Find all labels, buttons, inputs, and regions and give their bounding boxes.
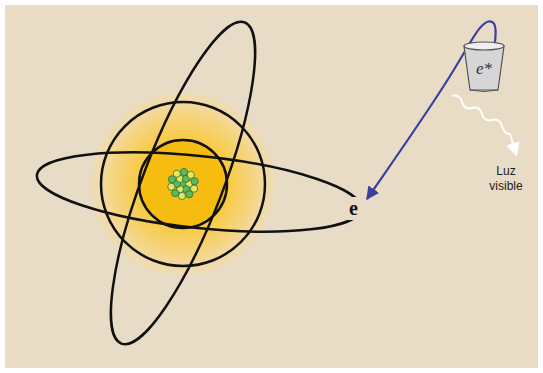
electron-label: e: [347, 197, 366, 220]
nucleus: [168, 168, 199, 199]
bucket-container: e*: [462, 40, 506, 92]
nucleon: [187, 171, 194, 178]
nucleon: [172, 189, 179, 196]
light-wave-arrow: [452, 96, 516, 154]
electron-symbol: e: [349, 197, 364, 220]
outer-shell-glow: [91, 92, 275, 276]
bucket-base: [470, 90, 498, 92]
orbit-ellipse: [84, 8, 282, 358]
nucleon: [168, 183, 175, 190]
nucleon: [173, 170, 180, 177]
nucleon: [180, 168, 187, 175]
orbit-ellipse: [33, 139, 365, 245]
light-label: Luz visible: [478, 164, 534, 194]
nucleon: [186, 191, 193, 198]
excited-electron-label: e*: [476, 59, 492, 79]
bucket-rim: [464, 42, 504, 50]
bucket-body: [464, 46, 504, 90]
nucleon: [191, 178, 198, 185]
outer-shell-circle: [101, 102, 265, 266]
nucleon: [178, 192, 185, 199]
